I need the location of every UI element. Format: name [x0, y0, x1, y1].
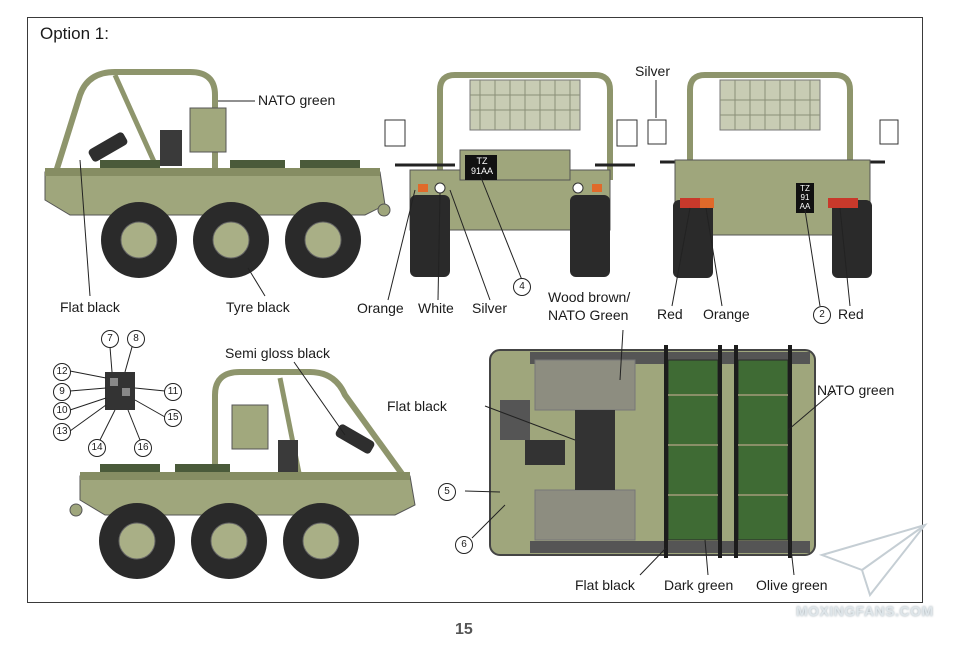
- rear-plate-line3: AA: [799, 202, 811, 211]
- callout-9: 9: [53, 383, 71, 401]
- callout-16: 16: [134, 439, 152, 457]
- callout-12: 12: [53, 363, 71, 381]
- label-orange-front: Orange: [357, 300, 404, 316]
- label-wood-brown: Wood brown/: [548, 289, 631, 305]
- page-number: 15: [455, 621, 473, 638]
- callout-6: 6: [455, 536, 473, 554]
- label-flat-black-left: Flat black: [60, 299, 120, 315]
- rear-plate: TZ 91 AA: [796, 184, 814, 211]
- label-tyre-black: Tyre black: [226, 299, 290, 315]
- side-view-top: [44, 69, 391, 278]
- callout-2: 2: [813, 306, 831, 324]
- label-orange-rear: Orange: [703, 306, 750, 322]
- page-frame: [27, 17, 923, 603]
- rear-view: [647, 72, 899, 278]
- label-semi-gloss-black: Semi gloss black: [225, 345, 331, 361]
- label-olive-green: Olive green: [756, 577, 828, 593]
- label-nato-green-top: NATO green: [258, 92, 336, 108]
- label-red-right: Red: [838, 306, 864, 322]
- callout-5: 5: [438, 483, 456, 501]
- front-plate: TZ 91AA: [467, 156, 497, 176]
- front-plate-line1: TZ: [476, 156, 488, 166]
- leader-lines: [69, 80, 851, 576]
- front-plate-line2: 91AA: [470, 166, 494, 176]
- watermark-logo: [818, 523, 928, 598]
- callout-4: 4: [513, 278, 531, 296]
- label-white-front: White: [418, 300, 454, 316]
- watermark-text: MOXINGFANS.COM: [796, 603, 934, 619]
- label-flat-black-bottom: Flat black: [575, 577, 635, 593]
- callout-11: 11: [164, 383, 182, 401]
- callout-10: 10: [53, 402, 71, 420]
- label-red-left: Red: [657, 306, 683, 322]
- top-view: [489, 345, 816, 558]
- label-dark-green: Dark green: [664, 577, 734, 593]
- page-title: Option 1:: [40, 24, 109, 43]
- label-nato-green-right: NATO green: [817, 382, 895, 398]
- label-flat-black-top: Flat black: [387, 398, 447, 414]
- rear-plate-line1: TZ: [800, 184, 810, 193]
- label-silver-front: Silver: [472, 300, 508, 316]
- callout-13: 13: [53, 423, 71, 441]
- callout-7: 7: [101, 330, 119, 348]
- callout-8: 8: [127, 330, 145, 348]
- callout-14: 14: [88, 439, 106, 457]
- label-silver-rear: Silver: [635, 63, 671, 79]
- rear-plate-line2: 91: [800, 193, 810, 202]
- callout-15: 15: [164, 409, 182, 427]
- label-nato-green-wood: NATO Green: [548, 307, 629, 323]
- side-view-bottom: [69, 369, 416, 579]
- front-view: [384, 72, 638, 277]
